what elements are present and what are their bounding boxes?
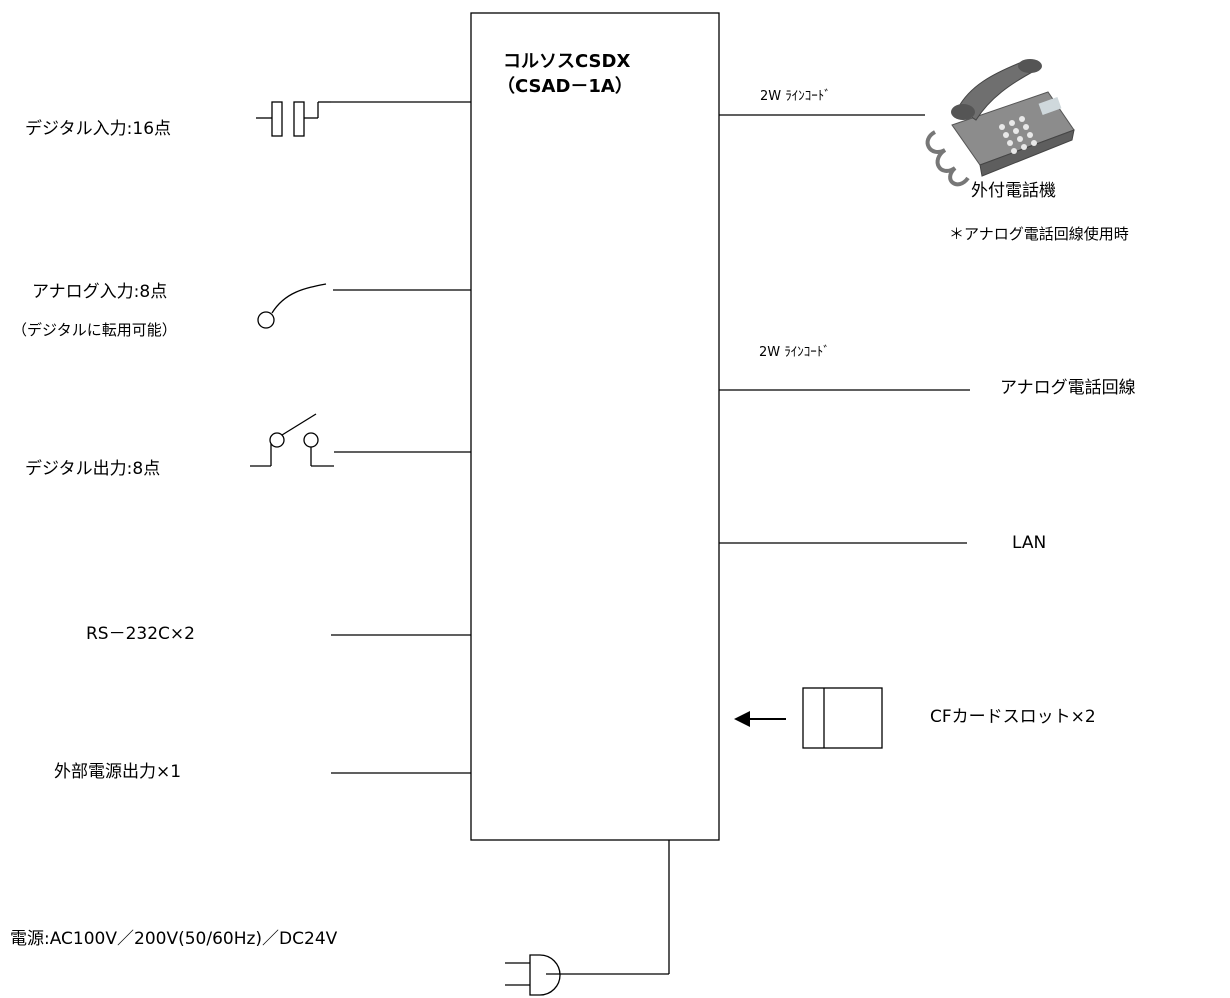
phone-note: ＊アナログ電話回線使用時 xyxy=(949,225,1129,243)
rs232c-label: RS－232C×2 xyxy=(86,624,195,644)
device-title-line2: （CSAD－1A） xyxy=(497,76,633,97)
device-title-line1: コルソスCSDX xyxy=(503,51,631,72)
analog-phone-line-label: アナログ電話回線 xyxy=(1000,378,1136,398)
telephone-icon xyxy=(925,59,1075,187)
cf-arrow xyxy=(734,711,786,727)
analog-sensor-icon xyxy=(257,283,327,329)
relay-switch-icon xyxy=(250,413,334,467)
phone-line-cord-label: 2W ﾗｲﾝｺｰﾄﾞ xyxy=(760,89,831,104)
analog-input-sublabel: （デジタルに転用可能） xyxy=(12,321,177,339)
analog-line-cord-label: 2W ﾗｲﾝｺｰﾄﾞ xyxy=(759,345,830,360)
digital-input-label: デジタル入力:16点 xyxy=(25,119,172,139)
lan-label: LAN xyxy=(1012,533,1047,553)
device-box xyxy=(470,12,720,841)
external-phone-label: 外付電話機 xyxy=(971,181,1056,201)
contact-icon xyxy=(256,101,331,137)
cf-slot-label: CFカードスロット×2 xyxy=(930,707,1096,727)
analog-input-label: アナログ入力:8点 xyxy=(32,282,168,302)
external-power-output-label: 外部電源出力×1 xyxy=(54,762,182,782)
digital-output-label: デジタル出力:8点 xyxy=(25,459,161,479)
power-label: 電源:AC100V／200V(50/60Hz)／DC24V xyxy=(10,929,338,949)
power-plug-icon xyxy=(505,954,561,996)
cf-card-slot-icon xyxy=(802,687,883,749)
